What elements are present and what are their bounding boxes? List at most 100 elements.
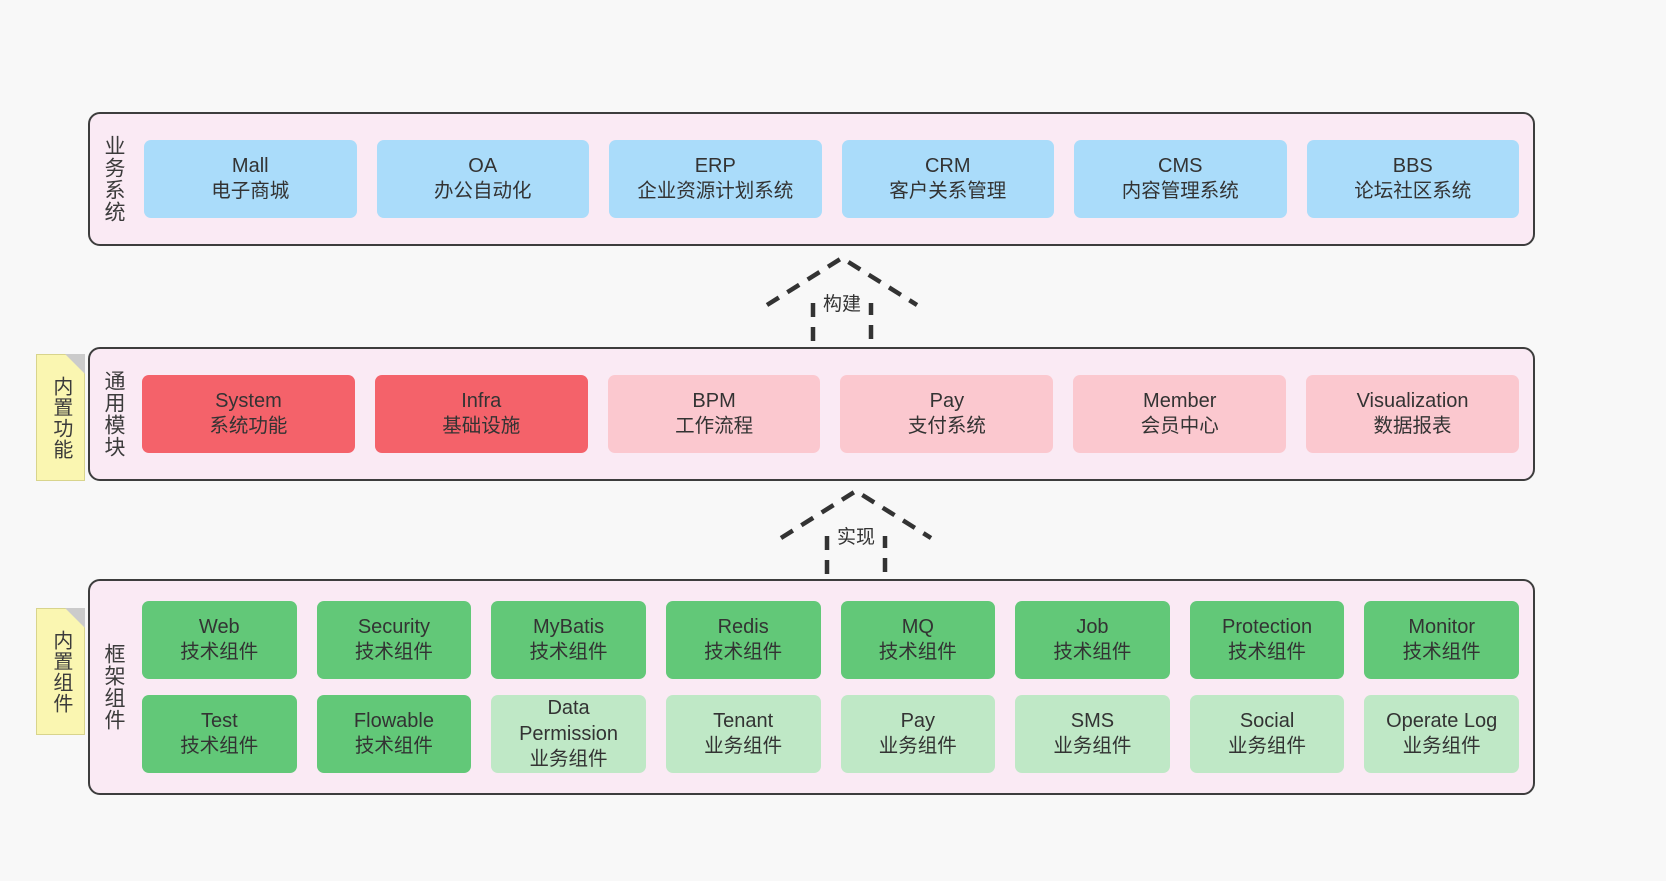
node-title-cn: 技术组件: [180, 735, 259, 758]
node-title-en: Test: [200, 709, 238, 732]
node-pay-business[interactable]: Pay 业务组件: [840, 695, 996, 773]
node-job[interactable]: Job 技术组件: [1015, 601, 1170, 679]
node-title-en: Infra: [461, 389, 502, 412]
layer-framework-component: 框架组件 Web 技术组件 Security 技术组件 MyBatis 技术组件…: [88, 579, 1535, 795]
connector-label-implement: 实现: [836, 527, 875, 548]
node-row: Mall 电子商城 OA 办公自动化 ERP 企业资源计划系统 CRM 客户关系…: [144, 140, 1519, 218]
node-title-cn: 技术组件: [180, 641, 259, 664]
node-title-en: Visualization: [1356, 389, 1469, 412]
node-title-cn: 办公自动化: [433, 180, 532, 203]
node-title-cn: 业务组件: [704, 735, 783, 758]
node-title-cn: 技术组件: [354, 735, 433, 758]
node-title-cn: 技术组件: [1053, 641, 1132, 664]
node-title-cn: 业务组件: [1053, 735, 1132, 758]
node-title-en: OA: [468, 154, 498, 177]
node-title-cn: 技术组件: [878, 641, 957, 664]
node-title-en: Web: [198, 615, 240, 638]
node-infra[interactable]: Infra 基础设施: [374, 375, 588, 453]
node-title-en: Security: [357, 615, 431, 638]
node-monitor[interactable]: Monitor 技术组件: [1364, 601, 1519, 679]
node-protection[interactable]: Protection 技术组件: [1189, 601, 1345, 679]
node-title-cn: 业务组件: [529, 748, 608, 771]
node-title-en: Pay: [900, 709, 936, 732]
layer-title-framework-component: 框架组件: [101, 643, 125, 731]
node-crm[interactable]: CRM 客户关系管理: [841, 140, 1054, 218]
node-oa[interactable]: OA 办公自动化: [376, 140, 589, 218]
node-title-en: Pay: [929, 389, 965, 412]
layer-body-common-module: System 系统功能 Infra 基础设施 BPM 工作流程 Pay 支付系统…: [136, 349, 1533, 479]
node-title-cn: 技术组件: [354, 641, 433, 664]
node-title-cn: 技术组件: [529, 641, 608, 664]
node-title-cn: 内容管理系统: [1121, 180, 1239, 203]
node-title-en: Mall: [231, 154, 269, 177]
node-title-cn: 企业资源计划系统: [637, 180, 794, 203]
node-title-en: CRM: [924, 154, 971, 177]
node-erp[interactable]: ERP 企业资源计划系统: [609, 140, 822, 218]
note-label: 内置功能: [49, 375, 72, 460]
node-system[interactable]: System 系统功能: [142, 375, 355, 453]
node-title-cn: 技术组件: [1228, 641, 1307, 664]
note-label: 内置组件: [49, 629, 72, 714]
connector-build: 构建: [757, 252, 927, 357]
node-web[interactable]: Web 技术组件: [142, 601, 297, 679]
node-title-en: System: [215, 389, 282, 412]
node-title-en: Job: [1076, 615, 1109, 638]
node-title-cn: 系统功能: [209, 415, 288, 438]
node-title-en: Tenant: [713, 709, 774, 732]
node-title-cn: 数据报表: [1373, 415, 1452, 438]
node-title-cn: 业务组件: [1228, 735, 1307, 758]
node-sms[interactable]: SMS 业务组件: [1015, 695, 1170, 773]
connector-label-build: 构建: [822, 294, 861, 315]
connector-implement: 实现: [771, 485, 941, 590]
node-title-cn: 会员中心: [1140, 415, 1219, 438]
node-title-cn: 业务组件: [1402, 735, 1481, 758]
node-test[interactable]: Test 技术组件: [142, 695, 297, 773]
node-title-en: CMS: [1158, 154, 1203, 177]
node-member[interactable]: Member 会员中心: [1073, 375, 1287, 453]
node-title-cn: 工作流程: [675, 415, 754, 438]
node-redis[interactable]: Redis 技术组件: [665, 601, 821, 679]
node-title-cn: 支付系统: [907, 415, 986, 438]
node-mybatis[interactable]: MyBatis 技术组件: [491, 601, 646, 679]
node-security[interactable]: Security 技术组件: [316, 601, 472, 679]
node-title-en: Protection: [1222, 615, 1313, 638]
node-cms[interactable]: CMS 内容管理系统: [1074, 140, 1287, 218]
layer-title-common-module: 通用模块: [101, 370, 125, 458]
node-tenant[interactable]: Tenant 业务组件: [665, 695, 821, 773]
node-row: Test 技术组件 Flowable 技术组件 Data Permission …: [142, 695, 1519, 773]
node-operate-log[interactable]: Operate Log 业务组件: [1364, 695, 1519, 773]
layer-body-framework-component: Web 技术组件 Security 技术组件 MyBatis 技术组件 Redi…: [136, 581, 1533, 793]
node-title-en: BBS: [1392, 154, 1433, 177]
node-mq[interactable]: MQ 技术组件: [840, 601, 996, 679]
node-visualization[interactable]: Visualization 数据报表: [1306, 375, 1519, 453]
layer-common-module: 通用模块 System 系统功能 Infra 基础设施 BPM 工作流程 Pay…: [88, 347, 1535, 481]
node-title-en: Social: [1239, 709, 1295, 732]
node-title-en: SMS: [1070, 709, 1115, 732]
note-builtin-function: 内置功能: [36, 354, 85, 481]
node-title-cn: 业务组件: [878, 735, 957, 758]
node-title-en: MyBatis: [533, 615, 605, 638]
node-data-permission[interactable]: Data Permission 业务组件: [491, 695, 646, 773]
node-title-cn: 电子商城: [211, 180, 290, 203]
node-title-en: Operate Log: [1386, 709, 1498, 732]
node-title-en: Member: [1143, 389, 1217, 412]
node-mall[interactable]: Mall 电子商城: [144, 140, 357, 218]
node-title-cn: 基础设施: [442, 415, 521, 438]
node-social[interactable]: Social 业务组件: [1189, 695, 1345, 773]
node-title-en: Redis: [717, 615, 769, 638]
node-bpm[interactable]: BPM 工作流程: [607, 375, 821, 453]
node-title-cn: 技术组件: [1402, 641, 1481, 664]
node-title-en: MQ: [901, 615, 934, 638]
node-title-en: Monitor: [1408, 615, 1476, 638]
node-title-cn: 客户关系管理: [889, 180, 1007, 203]
layer-title-business-system: 业务系统: [101, 135, 125, 223]
node-title-en: ERP: [694, 154, 736, 177]
layer-business-system: 业务系统 Mall 电子商城 OA 办公自动化 ERP 企业资源计划系统 CRM…: [88, 112, 1535, 246]
node-row: System 系统功能 Infra 基础设施 BPM 工作流程 Pay 支付系统…: [142, 375, 1519, 453]
node-pay[interactable]: Pay 支付系统: [840, 375, 1054, 453]
node-row: Web 技术组件 Security 技术组件 MyBatis 技术组件 Redi…: [142, 601, 1519, 679]
node-title-cn: 技术组件: [704, 641, 783, 664]
node-flowable[interactable]: Flowable 技术组件: [316, 695, 472, 773]
node-bbs[interactable]: BBS 论坛社区系统: [1306, 140, 1519, 218]
node-title-en: Data Permission: [519, 696, 619, 745]
